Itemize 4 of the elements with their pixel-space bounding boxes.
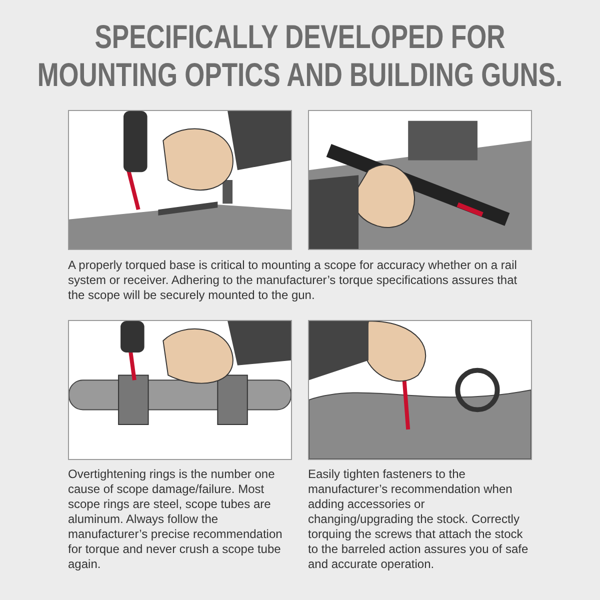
description-text: Overtightening rings is the number one cause of scope damage/failure. Most scope rings are steel, scope tubes are aluminum. Always follow the manufacturer’s precise recommendation for torque and never crush a scope tube again. — [68, 467, 284, 572]
title: SPECIFICALLY DEVELOPED FOR MOUNTING OPTICS AND BUILDING GUNS. — [36, 18, 564, 94]
description-text: Easily tighten fasteners to the manufacturer’s recommendation when adding accessories or changing/upgrading the stock. Correctly torquing the screws that attach the stock to the barreled action assures you of safe and accurate operation. — [308, 467, 530, 572]
description-text: A properly torqued base is critical to mounting a scope for accuracy whether on a rail system or receiver. Adhering to the manufacturer’s torque specifications assures that the scope will be securely mounted to the gun. — [68, 258, 518, 303]
